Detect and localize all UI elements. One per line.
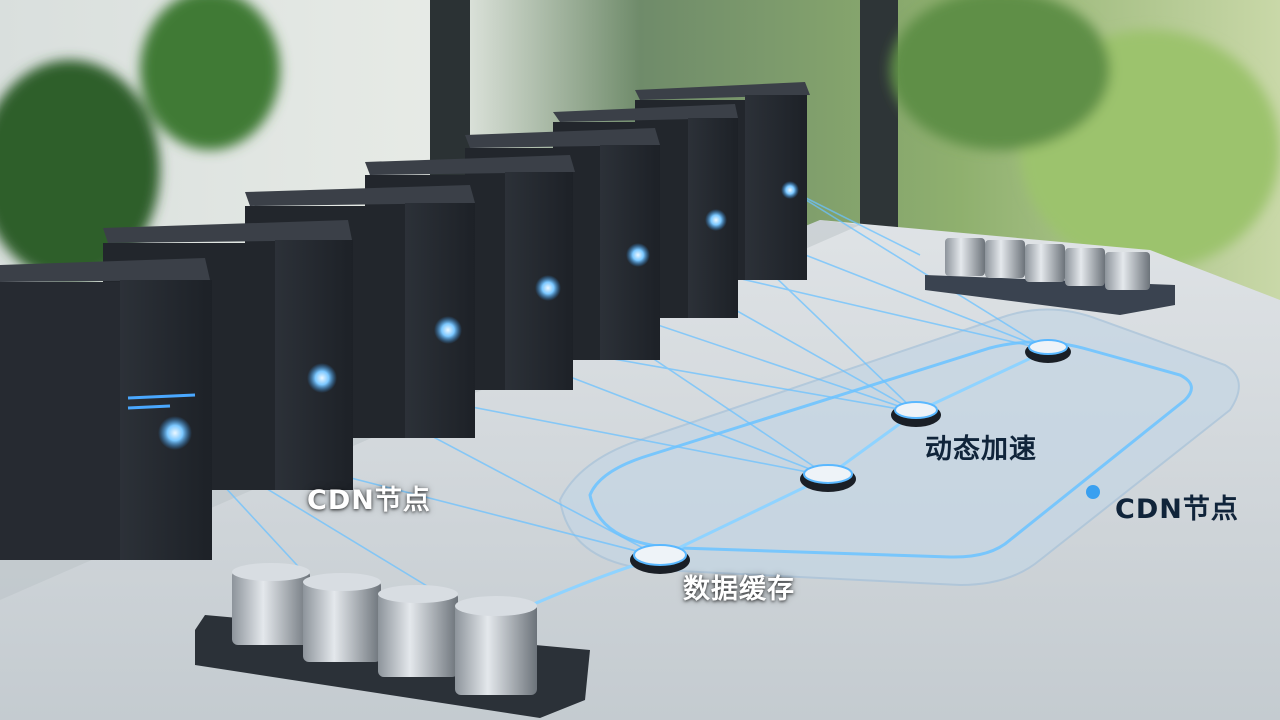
plant-left — [0, 0, 1280, 280]
window-frame — [860, 0, 898, 240]
storage-array — [195, 563, 590, 718]
data-cache-label: 数据缓存 — [683, 574, 795, 605]
cdn-node-label-right: CDN节点 — [1115, 494, 1239, 525]
server-tower — [0, 258, 212, 560]
cdn-node-label: CDN节点 — [307, 485, 431, 516]
hub-node — [800, 464, 856, 492]
network-mat — [558, 308, 1240, 587]
hub-node — [891, 401, 941, 427]
storage-array — [925, 238, 1175, 315]
cdn-node-marker — [1086, 485, 1100, 499]
hub-node — [1025, 339, 1071, 363]
hub-node — [630, 544, 690, 574]
network-track — [588, 340, 1193, 559]
dynamic-acceleration-label: 动态加速 — [925, 434, 1037, 465]
